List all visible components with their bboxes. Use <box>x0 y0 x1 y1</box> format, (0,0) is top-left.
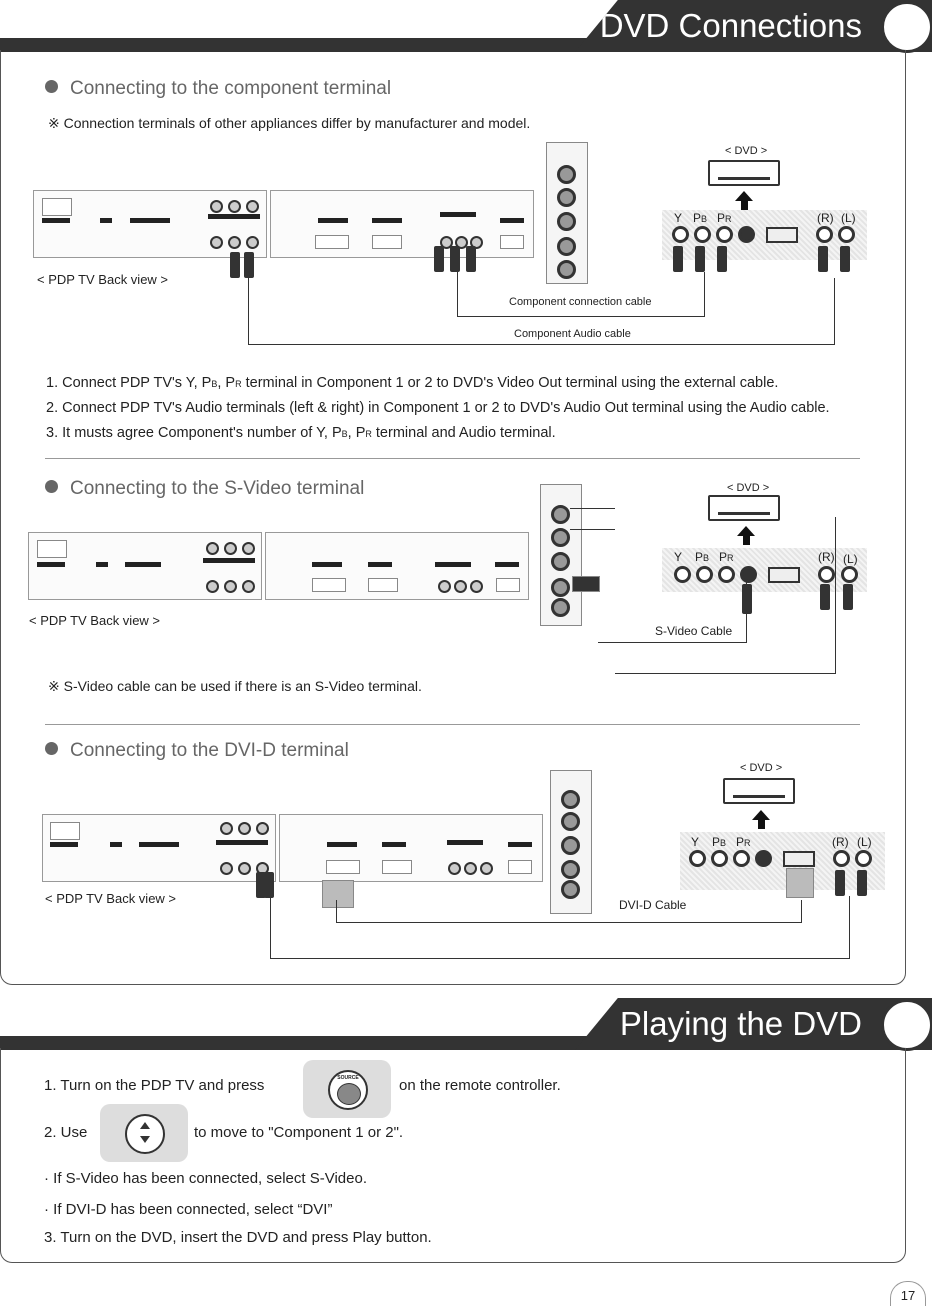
dvd-jack-svideo <box>738 226 755 243</box>
down-arrow-icon <box>140 1136 150 1143</box>
dvd-jack-l <box>838 226 855 243</box>
dvid-heading: Connecting to the DVI-D terminal <box>45 740 349 762</box>
dvd-jack-pb <box>694 226 711 243</box>
cable-plug <box>244 252 254 278</box>
dvd-player-icon <box>708 495 780 521</box>
tv-jack <box>455 236 468 249</box>
bullet-icon <box>45 742 58 756</box>
rs232-port <box>42 198 72 216</box>
dvd-player-icon <box>708 160 780 186</box>
up-down-arrow-icon <box>125 1114 165 1154</box>
dvi-port <box>315 235 349 249</box>
cable-plug <box>466 246 476 272</box>
svideo-heading: Connecting to the S-Video terminal <box>45 478 364 500</box>
svideo-audio-plugs <box>570 508 615 530</box>
dvd-jack-pr <box>716 226 733 243</box>
play-step-3: 3. Turn on the DVD, insert the DVD and p… <box>44 1229 432 1246</box>
svideo-cable-label: S-Video Cable <box>655 624 733 638</box>
section-header-band <box>0 1036 600 1050</box>
tv-back-view-label: < PDP TV Back view > <box>29 613 161 628</box>
cable-plug <box>434 246 444 272</box>
source-button-icon: SOURCE <box>328 1070 368 1110</box>
section2-frame <box>0 1048 906 1263</box>
tv-jack <box>246 236 259 249</box>
section-header-tab: DVD Connections <box>575 0 932 52</box>
page-number: 17 <box>890 1281 926 1306</box>
svideo-cable <box>598 582 747 643</box>
component-audio-cable-label: Component Audio cable <box>514 328 631 340</box>
dvi-connector <box>786 868 814 898</box>
component-cable-label: Component connection cable <box>509 296 652 308</box>
cable-plug <box>230 252 240 278</box>
dvd-player-icon <box>723 778 795 804</box>
dvd-label: < DVD > <box>725 145 768 157</box>
header-circle-decoration <box>881 1 932 53</box>
tv-jack <box>228 236 241 249</box>
dvid-audio-cable <box>270 896 850 959</box>
section-header-band <box>0 38 600 52</box>
component-step-2: 2. Connect PDP TV's Audio terminals (lef… <box>46 400 830 416</box>
dvi-connector <box>322 880 354 908</box>
play-bullet-svideo: · If S-Video has been connected, select … <box>44 1170 367 1187</box>
up-arrow-icon <box>752 810 770 820</box>
up-arrow-icon <box>737 526 755 536</box>
section1-frame <box>0 50 906 985</box>
arrow-button-image <box>100 1104 188 1162</box>
dvd-jack-r <box>816 226 833 243</box>
play-step-1: 1. Turn on the PDP TV and press <box>44 1077 265 1094</box>
pc-port <box>372 235 402 249</box>
component-video-cable <box>457 272 705 317</box>
up-arrow-icon <box>140 1122 150 1129</box>
component-step-1: 1. Connect PDP TV's Y, PB, PR terminal i… <box>46 375 779 391</box>
svideo-note: ※ S-Video cable can be used if there is … <box>48 678 422 694</box>
section-divider <box>45 724 860 725</box>
play-step-2: 2. Use <box>44 1124 88 1141</box>
play-step-2-suffix: to move to "Component 1 or 2". <box>194 1124 404 1141</box>
tv-jack <box>440 236 453 249</box>
tv-back-panel <box>33 190 267 258</box>
play-step-1-suffix: on the remote controller. <box>399 1077 561 1094</box>
tv-back-view-label: < PDP TV Back view > <box>45 891 177 906</box>
bullet-icon <box>45 480 58 494</box>
ac-port <box>500 235 524 249</box>
component-audio-cable <box>248 278 835 345</box>
dvd-dvi-port <box>766 227 798 243</box>
cable-plug <box>450 246 460 272</box>
bullet-icon <box>45 80 58 94</box>
up-arrow-icon <box>735 191 753 201</box>
tv-jack <box>228 200 241 213</box>
source-button-image: SOURCE <box>303 1060 391 1118</box>
dvid-cable-label: DVI-D Cable <box>619 898 687 912</box>
tv-jack <box>470 236 483 249</box>
tv-back-view-label: < PDP TV Back view > <box>37 272 169 287</box>
header-circle-decoration <box>881 999 932 1051</box>
tv-jack <box>246 200 259 213</box>
component-note: ※ Connection terminals of other applianc… <box>48 115 531 131</box>
dvd-jack-y <box>672 226 689 243</box>
svideo-plug <box>572 576 600 592</box>
dvid-cable <box>336 900 802 923</box>
page-title: DVD Connections <box>599 7 862 44</box>
component-step-3: 3. It musts agree Component's number of … <box>46 425 556 441</box>
tv-jack <box>210 236 223 249</box>
section-title: Playing the DVD <box>619 1005 862 1042</box>
dvd-label: < DVD > <box>727 482 770 494</box>
tv-back-panel-right <box>270 190 534 258</box>
svideo-audio-cable <box>615 517 836 674</box>
tv-jack <box>210 200 223 213</box>
play-bullet-dvi: · If DVI-D has been connected, select “D… <box>44 1201 333 1218</box>
tv-back-panel <box>42 814 276 882</box>
dvd-label: < DVD > <box>740 762 783 774</box>
section-divider <box>45 458 860 459</box>
section-header-tab: Playing the DVD <box>575 998 932 1050</box>
component-heading: Connecting to the component terminal <box>45 78 391 100</box>
